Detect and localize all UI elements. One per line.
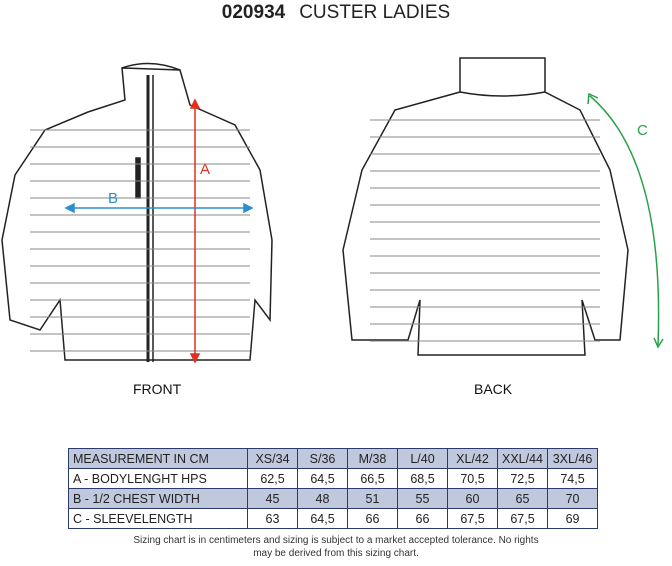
row-label: A - BODYLENGHT HPS [68,468,248,489]
back-jacket-drawing [342,57,629,356]
table-cell: 65 [496,488,549,509]
table-cell: 66 [347,508,398,529]
table-cell: 67,5 [496,508,549,529]
front-label: FRONT [133,381,182,397]
table-cell: 64,5 [297,508,348,529]
measurement-header: MEASUREMENT IN CM [68,448,248,469]
table-cell: 63 [247,508,298,529]
size-header: M/38 [347,448,398,469]
back-label: BACK [474,381,513,397]
table-cell: 74,5 [547,468,599,489]
table-cell: 68,5 [397,468,448,489]
table-cell: 69 [547,508,599,529]
size-header: XL/42 [447,448,498,469]
size-header: XS/34 [247,448,298,469]
product-code: 020934 [221,2,286,23]
table-cell: 70,5 [447,468,498,489]
sizing-note: Sizing chart is in centimeters and sizin… [0,534,672,560]
size-header: 3XL/46 [547,448,599,469]
size-header: XXL/44 [496,448,549,469]
table-cell: 60 [447,488,498,509]
size-header: L/40 [397,448,448,469]
table-cell: 66,5 [347,468,398,489]
marker-c: C [637,122,648,139]
size-header: S/36 [297,448,348,469]
row-label: B - 1/2 CHEST WIDTH [68,488,248,509]
table-cell: 72,5 [496,468,549,489]
table-cell: 48 [297,488,348,509]
table-cell: 62,5 [247,468,298,489]
product-title: 020934 CUSTER LADIES [0,0,672,26]
measure-b-arrow [64,202,254,214]
table-cell: 70 [547,488,599,509]
table-cell: 55 [397,488,448,509]
note-line: Sizing chart is in centimeters and sizin… [133,535,539,546]
front-jacket-drawing [1,62,273,362]
table-cell: 51 [347,488,398,509]
row-label: C - SLEEVELENGTH [68,508,248,529]
measure-a-arrow [189,98,201,364]
table-cell: 45 [247,488,298,509]
marker-a: A [200,161,210,178]
note-line: may be derived from this sizing chart. [253,548,419,559]
product-name: CUSTER LADIES [299,2,451,23]
marker-b: B [108,190,118,207]
table-cell: 67,5 [447,508,498,529]
table-cell: 66 [397,508,448,529]
jacket-illustrations: A B C [1,57,664,364]
measure-c-arrow [587,92,664,349]
table-cell: 64,5 [297,468,348,489]
